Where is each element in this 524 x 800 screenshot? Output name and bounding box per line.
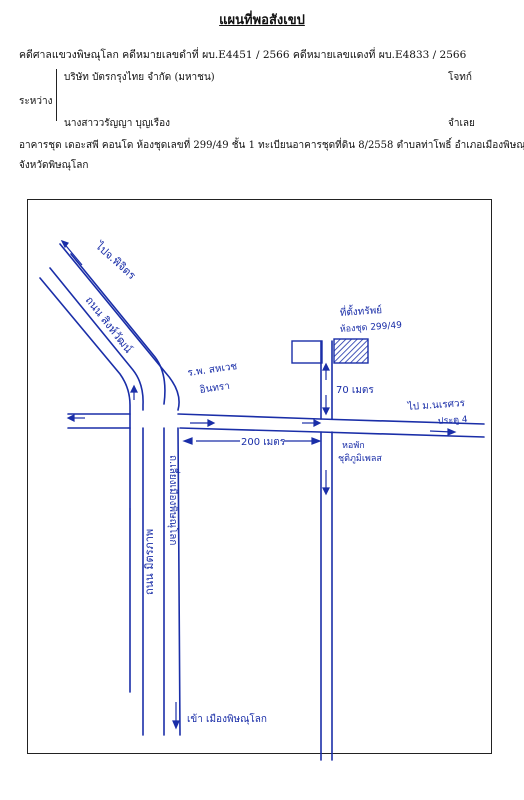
label-hospital-sub: อินทรา [199, 381, 231, 396]
property-line-2: จังหวัดพิษณุโลก [19, 160, 89, 171]
case-line: คดีศาลแขวงพิษณุโลก คดีหมายเลขดำที่ ผบ.E4… [19, 49, 467, 61]
page-title: แผนที่พอสังเขป [219, 13, 305, 28]
label-to-naresuan: ไป ม.นเรศวร [406, 397, 466, 413]
road-lines [39, 243, 485, 761]
property-line-1: อาคารชุด เดอะสพี คอนโด ห้องชุดเลขที่ 299… [19, 140, 524, 151]
label-to-phichit: ไปจ.พิจิตร [92, 239, 138, 282]
vert-road-right-edge [177, 427, 181, 736]
diag-road-right-upper [70, 253, 166, 405]
defendant-role: จำเลย [448, 118, 475, 129]
between-label: ระหว่าง [19, 96, 53, 107]
bracket-line [56, 69, 57, 121]
label-dorm: หอพัก [342, 441, 365, 451]
label-hospital: ร.พ. สหเวช [187, 361, 238, 379]
label-property: ที่ตั้งทรัพย์ [339, 302, 382, 319]
label-to-naresuan-sub: ประตู 4 [438, 415, 469, 427]
direction-arrows [60, 239, 457, 730]
label-200m: 200 เมตร [241, 437, 286, 448]
label-road-vert-right: ถ.เลี่ยงเมืองพิษณุโลก [167, 455, 181, 545]
diag-road-right-outer [59, 243, 180, 411]
horiz-road-bottom [179, 427, 485, 438]
building-left [291, 340, 323, 364]
property-building [333, 338, 369, 364]
diag-road-outer [39, 277, 131, 693]
plaintiff-role: โจทก์ [448, 72, 472, 83]
label-property-unit: ห้องชุด 299/49 [339, 320, 402, 335]
plaintiff-name: บริษัท บัตรกรุงไทย จำกัด (มหาชน) [64, 72, 215, 83]
horiz-road-top [177, 413, 485, 425]
label-dorm-sub: ชุติภูมิเพลส [338, 453, 382, 464]
defendant-name: นางสาววรัญญา บุญเรือง [64, 118, 171, 129]
diag-road-inner [49, 267, 144, 411]
label-70m: 70 เมตร [336, 385, 374, 396]
map-frame [27, 199, 492, 754]
label-to-city: เข้า เมืองพิษณุโลก [187, 712, 267, 725]
label-road-vert-left: ถนน มิตรภาพ [143, 529, 156, 595]
